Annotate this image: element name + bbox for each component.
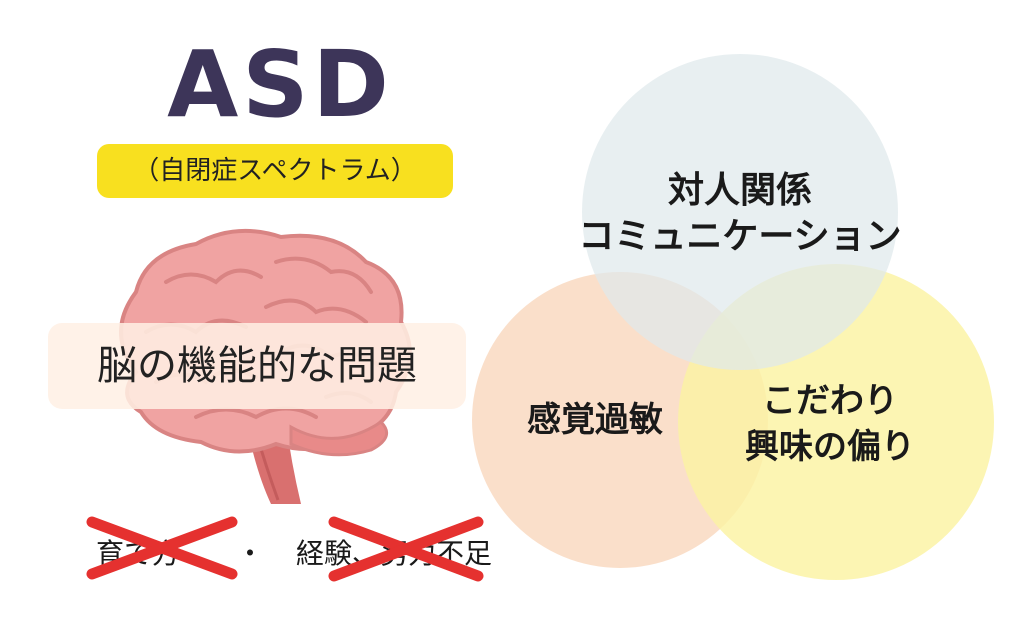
interest-line1: こだわり [762,381,898,421]
not-cause-experience: 経験、努力不足 [296,537,493,570]
subtitle-badge: （自閉症スペクトラム） [97,144,453,198]
social-line2: コミュニケーション [578,216,902,257]
separator-dot: ・ [236,537,265,570]
social-communication-label: 対人関係 コミュニケーション [560,168,920,260]
sensory-label: 感覚過敏 [527,400,663,440]
interest-label: こだわり 興味の偏り [720,378,940,470]
social-circle [582,54,898,370]
social-line1: 対人関係 [667,170,812,211]
interest-line2: 興味の偏り [745,427,915,467]
brain-function-label: 脳の機能的な問題 [48,323,466,409]
page-title: ASD [167,31,393,138]
not-cause-parenting: 育て方 [96,537,181,570]
